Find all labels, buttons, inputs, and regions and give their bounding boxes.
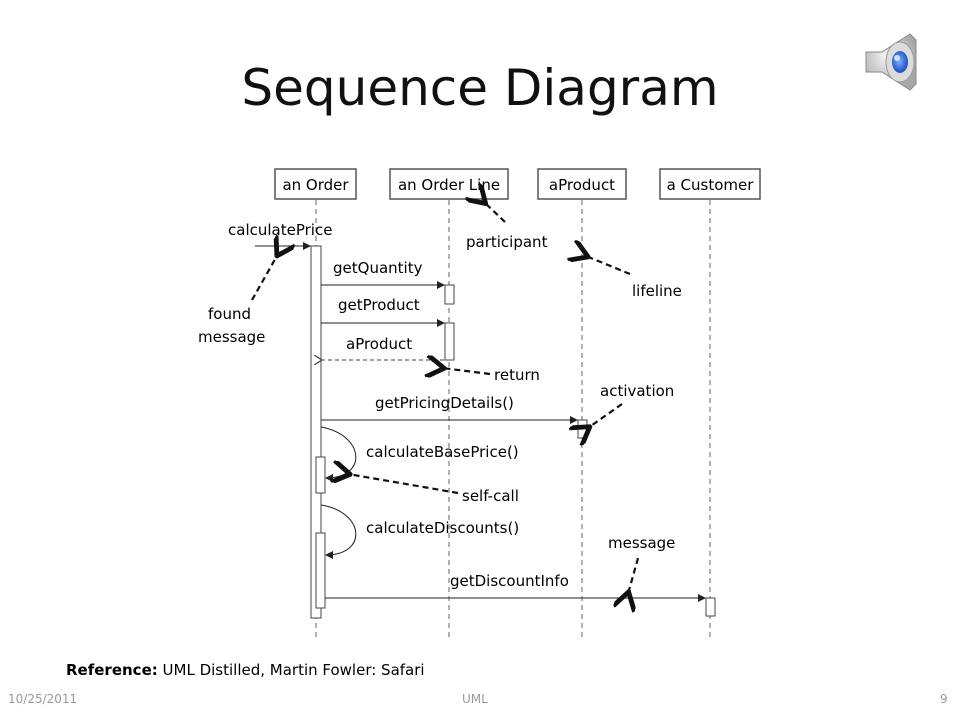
- message-getproduct: getProduct: [338, 296, 420, 314]
- message-calculatebaseprice: calculateBasePrice(): [366, 443, 519, 461]
- reference-text: UML Distilled, Martin Fowler: Safari: [157, 661, 425, 679]
- annotation-arrow-lifeline: [586, 256, 631, 276]
- annotation-arrow-return: [442, 368, 491, 374]
- footer-date: 10/25/2011: [8, 692, 78, 706]
- sequence-diagram: an Order an Order Line aProduct a Custom…: [198, 168, 761, 640]
- arrow-calculatebaseprice: [320, 426, 357, 482]
- annotation-message-word: message: [198, 328, 265, 346]
- participant-an-order-line: an Order Line: [389, 168, 509, 200]
- message-getdiscountinfo: getDiscountInfo: [450, 572, 569, 590]
- slide-title: Sequence Diagram: [241, 59, 719, 117]
- svg-text:an Order Line: an Order Line: [398, 176, 500, 194]
- message-aproduct: aProduct: [346, 335, 412, 353]
- svg-text:aProduct: aProduct: [549, 176, 615, 194]
- svg-text:a Customer: a Customer: [667, 176, 755, 194]
- annotation-participant: participant: [466, 233, 548, 251]
- annotation-arrow-self-call: [348, 474, 459, 495]
- participant-aproduct: aProduct: [537, 168, 627, 200]
- speaker-icon[interactable]: [860, 30, 932, 94]
- footer-center: UML: [462, 692, 488, 706]
- message-calculatediscounts: calculateDiscounts(): [366, 519, 519, 537]
- message-getpricingdetails: getPricingDetails(): [375, 394, 514, 412]
- message-getquantity: getQuantity: [333, 259, 423, 277]
- annotation-self-call: self-call: [462, 487, 519, 505]
- reference-label: Reference:: [66, 661, 158, 679]
- annotation-activation: activation: [600, 382, 674, 400]
- annotation-arrow-participant: [484, 202, 506, 223]
- reference-line: Reference: UML Distilled, Martin Fowler:…: [66, 660, 425, 680]
- annotation-lifeline: lifeline: [632, 282, 682, 300]
- annotation-message: message: [608, 534, 675, 552]
- annotation-found: found: [208, 305, 251, 323]
- activations: [310, 245, 716, 619]
- participant-a-customer: a Customer: [659, 168, 761, 200]
- footer-page-number: 9: [940, 692, 948, 706]
- participant-an-order: an Order: [274, 168, 357, 200]
- annotation-arrow-found-message: [251, 254, 278, 301]
- annotation-arrow-message: [628, 557, 640, 594]
- arrow-calculatediscounts: [320, 504, 357, 559]
- annotation-arrow-activation: [588, 403, 623, 428]
- svg-text:an Order: an Order: [282, 176, 349, 194]
- annotation-return: return: [494, 366, 540, 384]
- message-calculateprice: calculatePrice: [228, 221, 332, 239]
